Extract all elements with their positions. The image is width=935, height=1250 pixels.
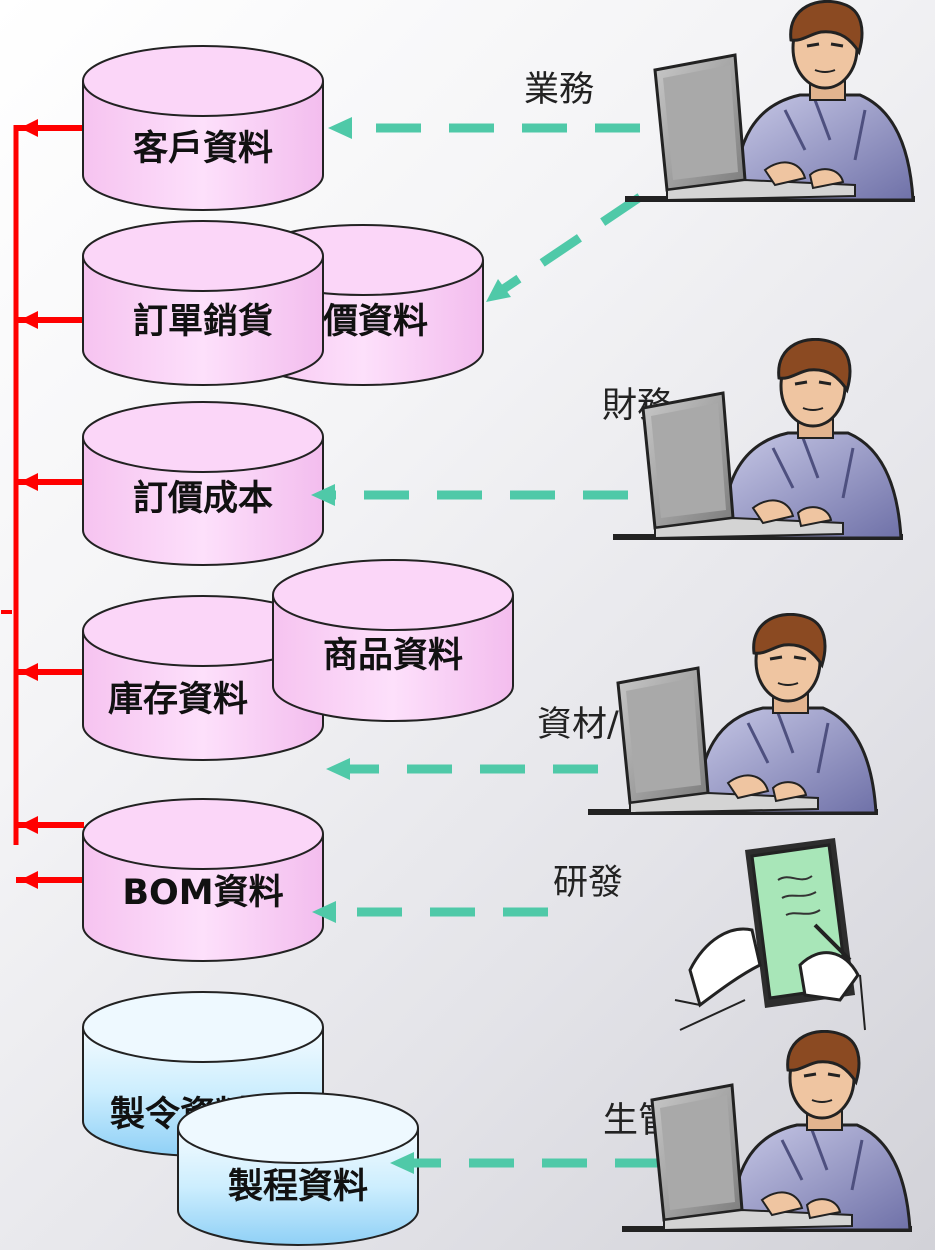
hands-with-tablet-icon xyxy=(674,838,866,1031)
person-at-laptop-icon-finance xyxy=(611,338,903,542)
teal-arrow-rnd-to-bom xyxy=(312,901,548,923)
red-arrow-customer xyxy=(16,119,84,137)
db-bom: BOM資料 xyxy=(82,798,324,962)
db-customer: 客戶資料 xyxy=(82,45,324,211)
red-arrow-cost xyxy=(16,473,84,491)
teal-arrow-materials-to-inventory xyxy=(326,758,598,780)
red-arrow-bom xyxy=(16,871,84,889)
db-customer-label: 客戶資料 xyxy=(133,128,273,169)
role-label-materials: 資材/ xyxy=(537,705,619,745)
red-arrow-inventory xyxy=(16,663,84,681)
db-inventory: 庫存資料 xyxy=(82,595,324,761)
db-product-label: 商品資料 xyxy=(323,636,463,676)
role-label-rnd: 研發 xyxy=(553,863,623,903)
db-cost-label: 訂價成本 xyxy=(133,479,273,519)
person-at-laptop-icon-sales xyxy=(623,0,915,204)
teal-arrow-finance-to-cost xyxy=(311,484,628,506)
person-at-laptop-icon-production xyxy=(620,1030,912,1234)
db-product: 商品資料 xyxy=(272,559,514,722)
db-cost: 訂價成本 xyxy=(82,401,324,566)
db-inventory-label: 庫存資料 xyxy=(108,680,248,720)
person-at-laptop-icon-materials xyxy=(586,613,878,817)
teal-arrow-sales-to-price xyxy=(486,193,643,302)
teal-arrow-production-to-process xyxy=(390,1152,660,1174)
db-order: 訂單銷貨 xyxy=(82,220,324,386)
db-price-label: 價資料 xyxy=(322,302,428,342)
db-process: 製程資料 xyxy=(177,1092,419,1246)
db-process-label: 製程資料 xyxy=(228,1167,368,1207)
db-bom-label: BOM資料 xyxy=(122,873,283,913)
red-arrow-order xyxy=(16,311,84,329)
teal-arrow-sales-to-customer xyxy=(328,117,640,139)
red-arrow-mfg-order xyxy=(13,816,84,845)
db-order-label: 訂單銷貨 xyxy=(133,302,273,342)
role-label-sales: 業務 xyxy=(524,70,594,110)
red-connector-bus xyxy=(1,119,84,889)
